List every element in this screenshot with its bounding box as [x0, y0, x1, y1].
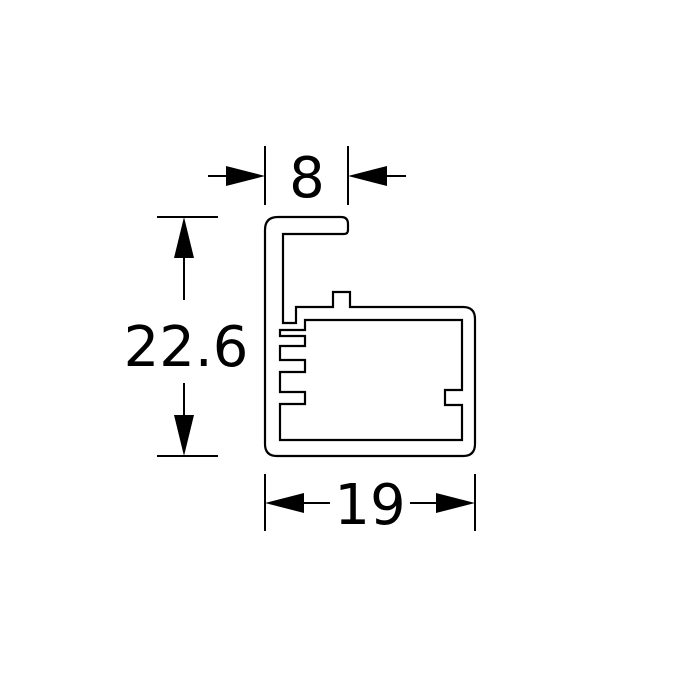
arrowhead-left — [348, 166, 387, 186]
profile-inner-cavity — [278, 318, 464, 442]
arrowhead-left-bottom — [265, 493, 304, 513]
profile-section — [263, 215, 477, 458]
dimension-label-bottom: 19 — [334, 473, 405, 538]
dimension-bottom-width: 19 — [264, 473, 476, 538]
dimension-label-height: 22.6 — [124, 315, 249, 380]
arrowhead-up — [174, 217, 194, 258]
arrowhead-down — [174, 415, 194, 456]
dimension-top-width: 8 — [208, 146, 406, 211]
dimension-height: 22.6 — [124, 216, 249, 457]
dimension-label-top: 8 — [289, 146, 325, 211]
arrowhead-right — [226, 166, 265, 186]
arrowhead-right-bottom — [436, 493, 475, 513]
